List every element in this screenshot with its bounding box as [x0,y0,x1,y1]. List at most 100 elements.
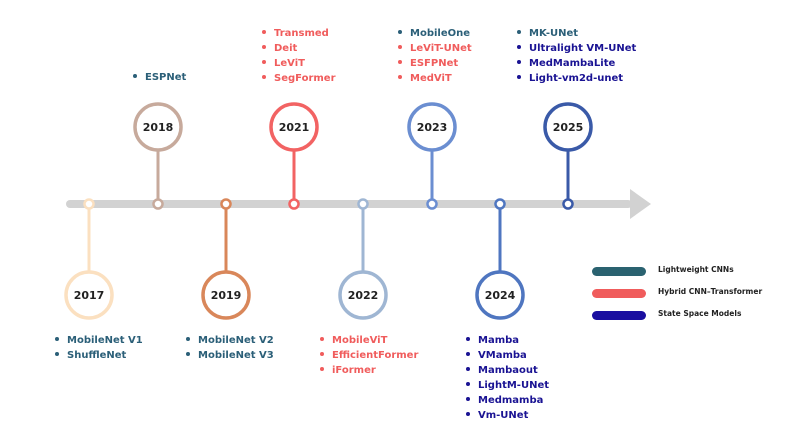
model-name: LightM-UNet [478,380,550,391]
model-name: Medmamba [478,395,544,406]
year-label-2023: 2023 [417,121,448,134]
model-item: LeViT [262,56,305,71]
model-item: Mambaout [466,363,538,378]
axis-marker-2023 [426,198,438,210]
bullet-icon [517,30,521,34]
model-item: EfficientFormer [320,348,418,363]
year-label-2021: 2021 [279,121,310,134]
bullet-icon [466,367,470,371]
axis-marker-2025 [562,198,574,210]
model-item: MobileNet V2 [186,333,274,348]
axis-marker-2018 [152,198,164,210]
model-name: ESPNet [145,72,187,83]
model-name: LeViT-UNet [410,43,472,54]
bullet-icon [55,352,59,356]
model-name: MedViT [410,73,452,84]
bullet-icon [320,367,324,371]
legend-label: Hybrid CNN–Transformer [658,287,763,296]
model-item: MK-UNet [517,26,578,41]
bullet-icon [517,60,521,64]
model-item: LightM-UNet [466,378,549,393]
year-circle-2019 [201,270,251,320]
bullet-icon [186,337,190,341]
model-item: MobileNet V1 [55,333,143,348]
model-name: Ultralight VM-UNet [529,43,637,54]
model-name: Transmed [274,28,329,39]
model-item: Ultralight VM-UNet [517,41,636,56]
model-name: EfficientFormer [332,350,419,361]
bullet-icon [398,75,402,79]
axis-marker-2022 [357,198,369,210]
bullet-icon [517,75,521,79]
legend-swatch [592,267,646,276]
model-name: ESFPNet [410,58,459,69]
model-name: MobileNet V3 [198,350,274,361]
model-name: MobileNet V1 [67,335,143,346]
year-label-2025: 2025 [553,121,584,134]
model-name: MedMambaLite [529,58,616,69]
year-circle-2022 [338,270,388,320]
bullet-icon [262,60,266,64]
model-name: Mamba [478,335,520,346]
bullet-icon [320,352,324,356]
bullet-icon [398,30,402,34]
model-item: Deit [262,41,297,56]
year-label-2019: 2019 [211,289,242,302]
bullet-icon [186,352,190,356]
bullet-icon [517,45,521,49]
model-name: iFormer [332,365,376,376]
model-name: MK-UNet [529,28,579,39]
model-item: ESPNet [133,70,186,85]
bullet-icon [398,60,402,64]
bullet-icon [466,352,470,356]
model-name: MobileNet V2 [198,335,274,346]
axis-marker-2024 [494,198,506,210]
timeline-arrow-head [630,189,651,219]
model-item: MobileOne [398,26,470,41]
legend-label: State Space Models [658,309,742,318]
timeline-axis [66,200,632,208]
model-name: SegFormer [274,73,336,84]
model-item: ShuffleNet [55,348,126,363]
model-item: MedMambaLite [517,56,615,71]
model-item: Transmed [262,26,329,41]
year-circle-2024 [475,270,525,320]
legend-swatch [592,311,646,320]
year-circle-2025 [543,102,593,152]
model-item: MobileViT [320,333,387,348]
model-name: Mambaout [478,365,538,376]
model-item: VMamba [466,348,527,363]
model-item: Medmamba [466,393,543,408]
model-item: ESFPNet [398,56,458,71]
bullet-icon [466,337,470,341]
year-label-2022: 2022 [348,289,379,302]
model-name: Light-vm2d-unet [529,73,624,84]
year-circle-2017 [64,270,114,320]
model-item: Light-vm2d-unet [517,71,623,86]
bullet-icon [398,45,402,49]
year-label-2017: 2017 [74,289,105,302]
legend-label: Lightweight CNNs [658,265,734,274]
bullet-icon [466,412,470,416]
bullet-icon [262,30,266,34]
model-name: MobileOne [410,28,471,39]
year-circle-2023 [407,102,457,152]
bullet-icon [133,74,137,78]
model-name: Deit [274,43,298,54]
year-circle-2021 [269,102,319,152]
bullet-icon [55,337,59,341]
model-name: Vm-UNet [478,410,529,421]
legend-swatch [592,289,646,298]
model-item: Mamba [466,333,519,348]
axis-marker-2019 [220,198,232,210]
bullet-icon [262,75,266,79]
model-item: SegFormer [262,71,336,86]
axis-marker-2021 [288,198,300,210]
bullet-icon [466,397,470,401]
axis-marker-2017 [83,198,95,210]
model-item: MobileNet V3 [186,348,274,363]
model-item: MedViT [398,71,452,86]
model-name: LeViT [274,58,305,69]
year-label-2018: 2018 [143,121,174,134]
